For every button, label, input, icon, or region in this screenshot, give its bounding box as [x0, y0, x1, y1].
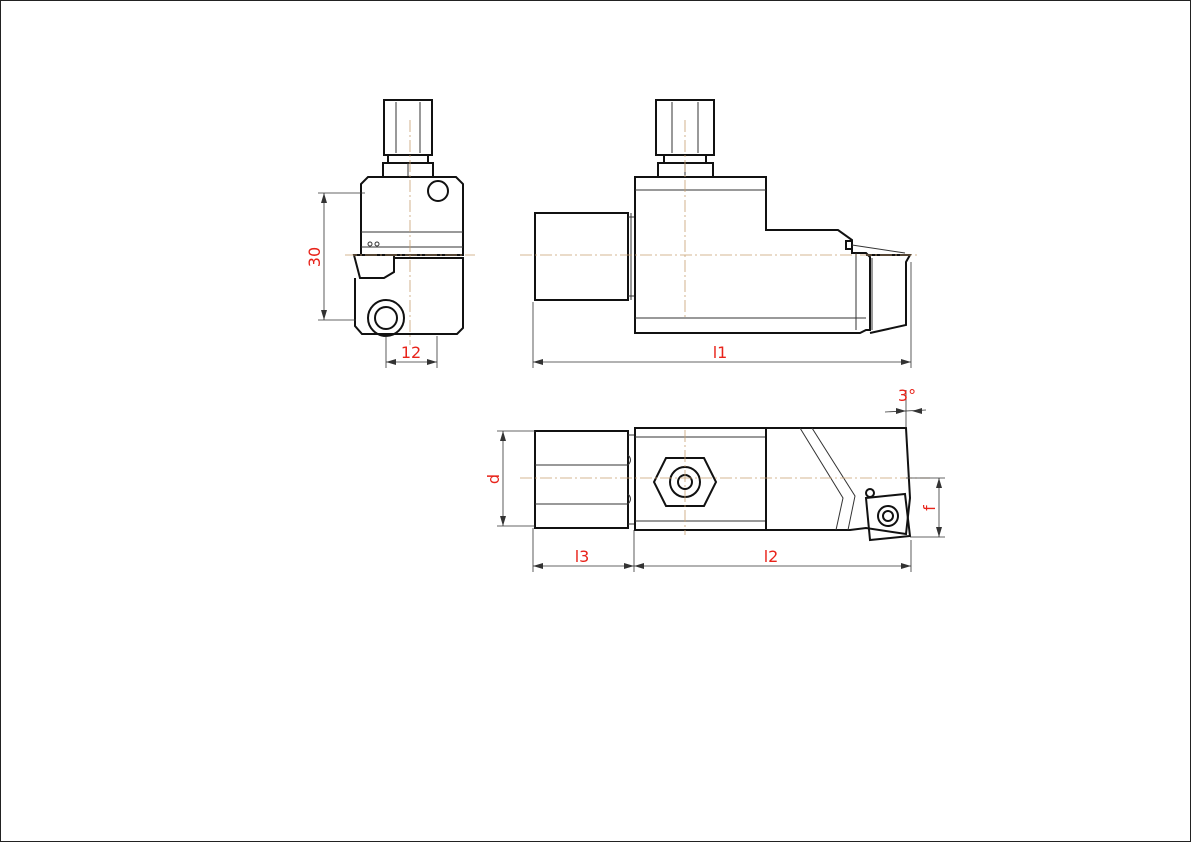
top-view-shank — [534, 430, 629, 529]
end-view — [345, 99, 475, 345]
side-view-shank — [534, 212, 629, 301]
end-view-lower-body — [352, 254, 395, 279]
dimension-l2: l2 — [634, 540, 912, 572]
side-view-insert — [866, 254, 912, 334]
dimension-l3: l3 — [532, 528, 635, 572]
shank-bore — [367, 299, 405, 337]
top-view — [520, 427, 930, 542]
coolant-fitting-end-view — [382, 99, 434, 178]
dimension-f: f — [906, 477, 945, 538]
dimension-label-30: 30 — [305, 247, 324, 267]
end-view-upper-body — [360, 176, 464, 256]
side-view-body — [634, 176, 871, 334]
top-view-head — [765, 427, 912, 536]
dimension-label-f: f — [920, 505, 939, 511]
dimension-3deg: 3° — [884, 386, 927, 428]
dimension-label-d: d — [484, 474, 503, 484]
cutting-insert — [864, 492, 912, 542]
dimension-30: 30 — [305, 192, 365, 321]
dimension-label-3deg: 3° — [898, 386, 916, 405]
dimension-label-12: 12 — [401, 343, 421, 362]
coolant-hole — [427, 180, 449, 202]
side-view — [520, 99, 920, 334]
dimension-label-l1: l1 — [713, 343, 728, 362]
dimension-12: 12 — [385, 336, 438, 368]
dimension-d: d — [484, 430, 535, 527]
dimension-l1: l1 — [532, 262, 912, 368]
dimension-label-l3: l3 — [575, 547, 590, 566]
dimension-label-l2: l2 — [764, 547, 779, 566]
hex-fitting-top-view — [652, 457, 718, 507]
